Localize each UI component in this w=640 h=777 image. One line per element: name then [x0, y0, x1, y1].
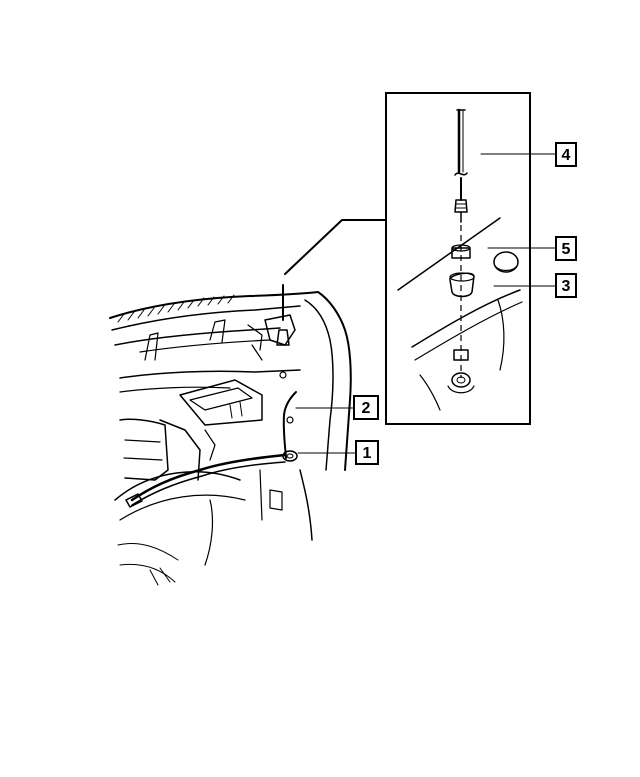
callout-label-4: 4	[562, 147, 571, 164]
callout-3[interactable]: 3	[555, 273, 577, 298]
callout-label-5: 5	[562, 241, 571, 258]
antenna-nut	[451, 244, 471, 259]
inset-fender-panel	[397, 217, 523, 411]
callout-2[interactable]: 2	[353, 395, 379, 420]
callout-label-2: 2	[362, 400, 371, 417]
callout-5[interactable]: 5	[555, 236, 577, 261]
detail-inset	[284, 92, 531, 425]
vehicle-fender-illustration	[109, 284, 352, 586]
callout-1[interactable]: 1	[355, 440, 379, 465]
callout-leaders	[295, 153, 557, 454]
callout-4[interactable]: 4	[555, 142, 577, 167]
antenna-mast	[454, 108, 468, 223]
callout-label-3: 3	[562, 278, 571, 295]
antenna-adapter	[449, 272, 475, 298]
antenna-base	[447, 349, 475, 394]
antenna-cap	[493, 251, 519, 273]
inset-leader-line	[284, 219, 387, 275]
callout-label-1: 1	[363, 445, 372, 462]
